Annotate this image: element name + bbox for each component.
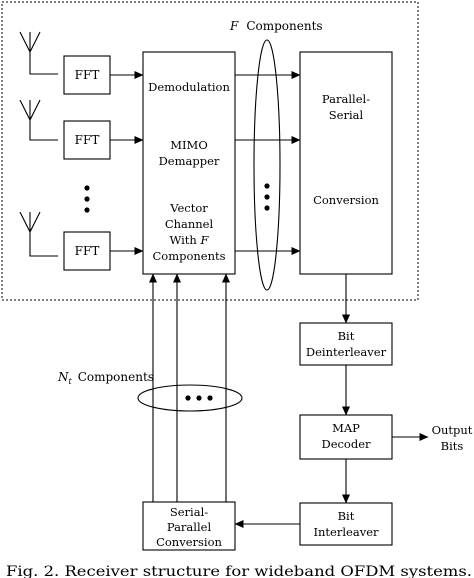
vector-label: Vector [169, 201, 208, 215]
fft-label: FFT [75, 244, 100, 258]
fft-block [63, 120, 111, 160]
demodulation-block [142, 51, 236, 275]
figure-caption: Fig. 2. Receiver structure for wideband … [6, 564, 472, 578]
antenna-icon [19, 211, 58, 257]
bit-deinterleaver-label-2: Deinterleaver [306, 345, 387, 359]
bits-label: Bits [441, 439, 464, 453]
sp-label-2: Parallel [167, 520, 212, 534]
parallel-label: Parallel- [322, 92, 370, 106]
f-components-dots [264, 183, 270, 211]
parallel-serial-block [299, 51, 393, 275]
f-components-ellipse [253, 39, 281, 291]
receiver-front-end-boundary [1, 1, 419, 301]
antenna-ellipsis-dots [84, 185, 90, 213]
nt-components-dots [185, 395, 213, 401]
sp-label-3: Conversion [156, 535, 222, 549]
bit-interleaver-block [299, 502, 393, 546]
nt-components-ellipse [137, 384, 243, 412]
decoder-label: Decoder [321, 437, 371, 451]
map-decoder-block [299, 414, 393, 460]
bit-interleaver-label-2: Interleaver [313, 525, 379, 539]
demodulation-label: Demodulation [148, 80, 230, 94]
serial-label: Serial [329, 108, 364, 122]
map-label: MAP [332, 421, 360, 435]
fft-label: FFT [75, 133, 100, 147]
serial-parallel-block [142, 501, 236, 551]
antenna-icon [19, 31, 58, 75]
components-label: Components [152, 249, 225, 263]
fft-label: FFT [75, 68, 100, 82]
output-label: Output [432, 423, 473, 437]
bit-interleaver-label-1: Bit [338, 509, 355, 523]
channel-label: Channel [165, 217, 214, 231]
fft-block [63, 231, 111, 271]
antenna-icon [19, 99, 58, 141]
sp-label-1: Serial- [170, 505, 208, 519]
with-f-label: With F [170, 233, 210, 247]
demapper-label: Demapper [159, 154, 220, 168]
conversion-label: Conversion [313, 193, 379, 207]
bit-deinterleaver-label-1: Bit [338, 329, 355, 343]
bit-deinterleaver-block [299, 322, 393, 366]
mimo-label: MIMO [170, 138, 208, 152]
